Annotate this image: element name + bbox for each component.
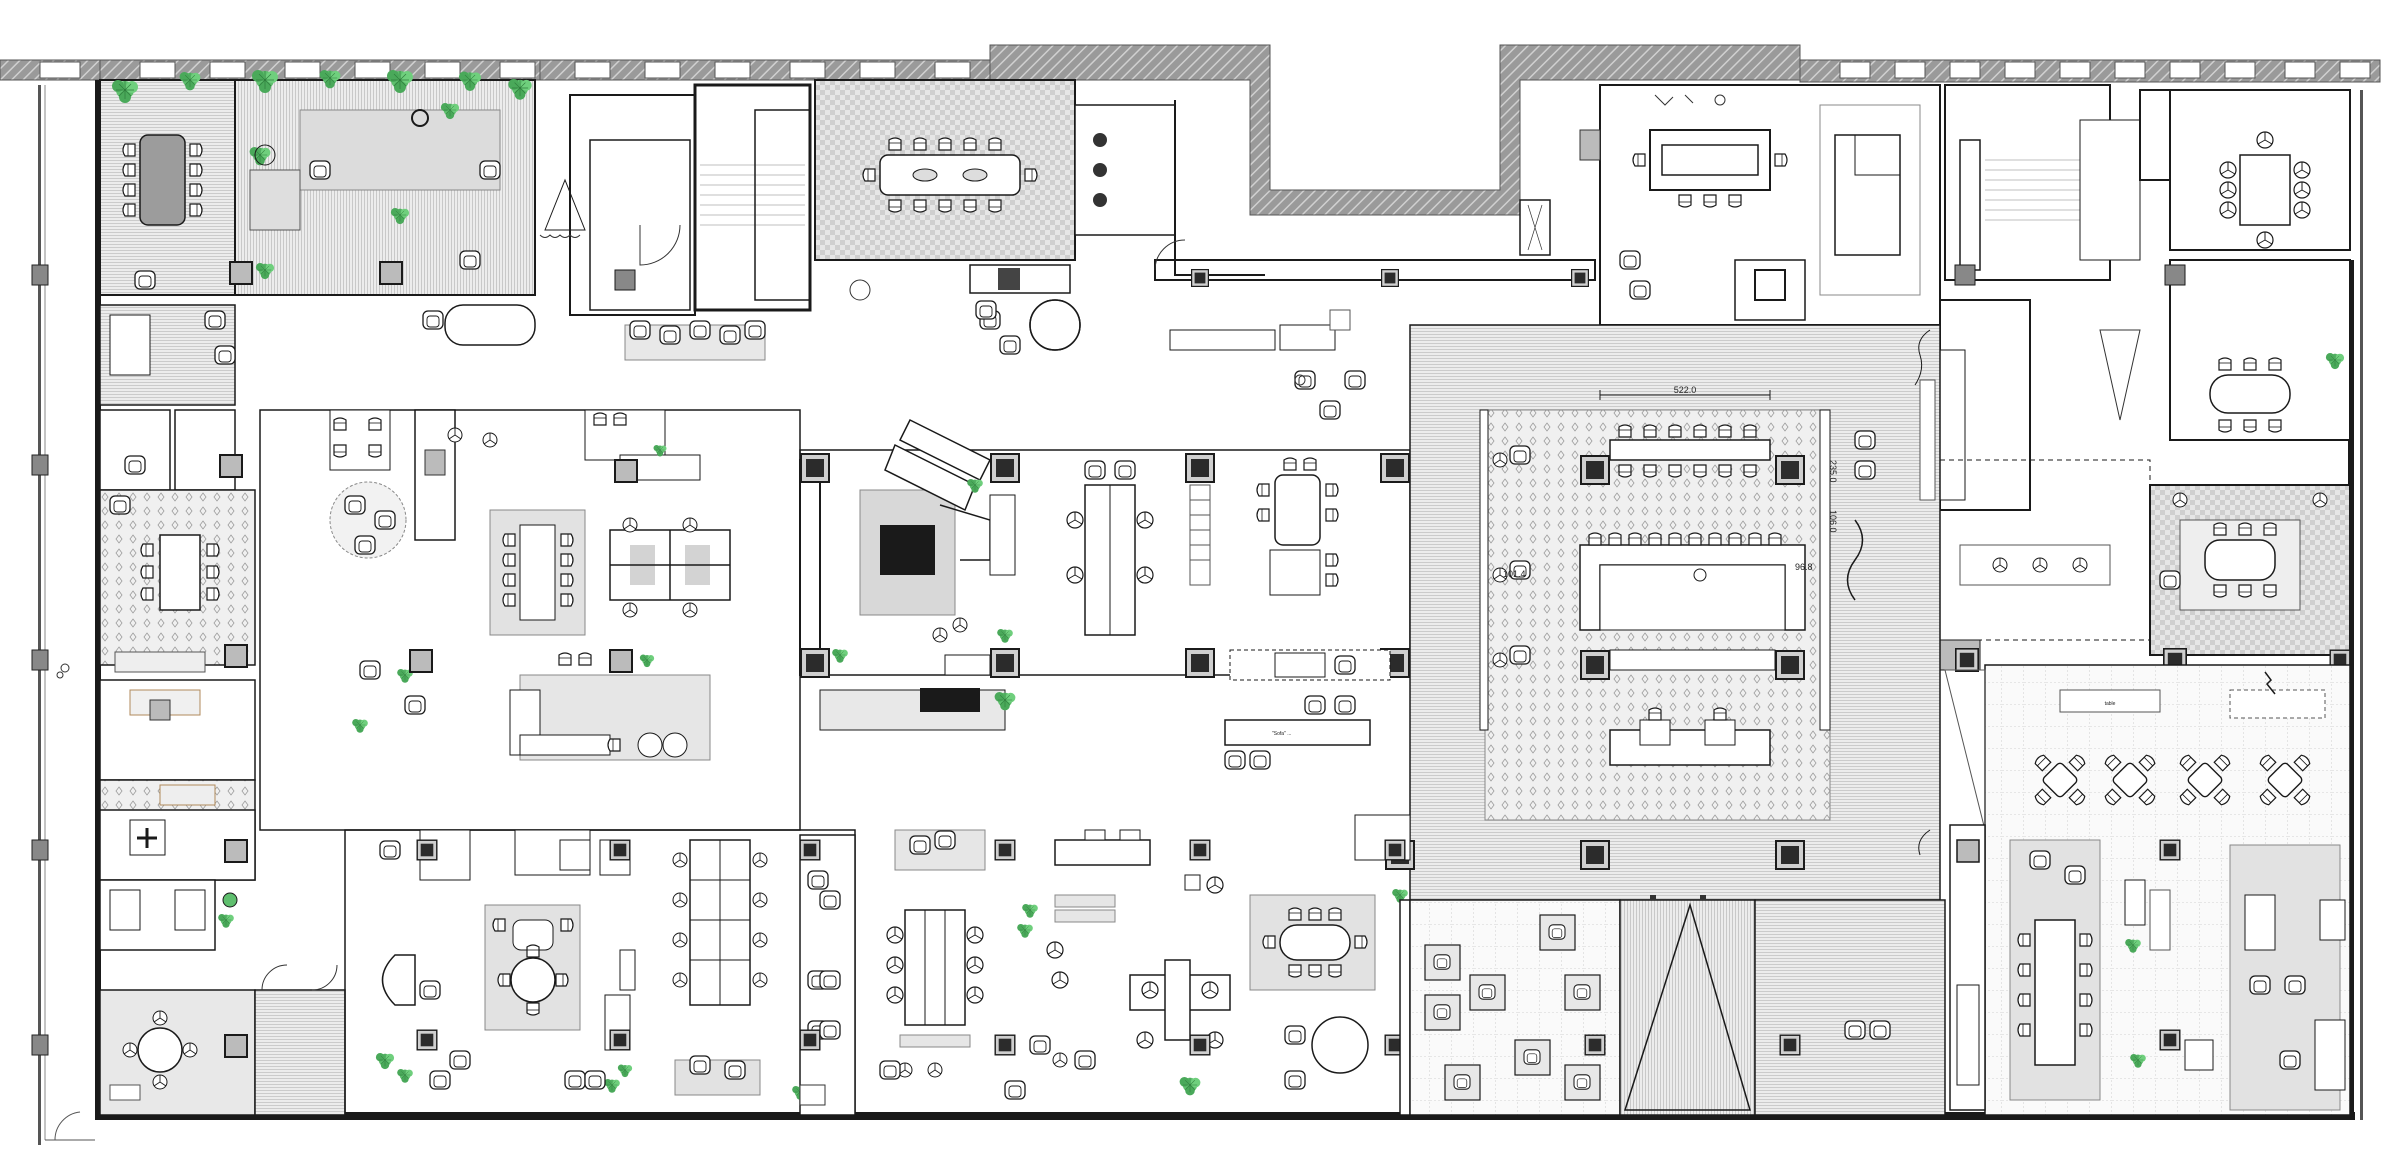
workspace-bottom-center xyxy=(879,814,1411,1116)
center-bottom-counter: "Sofa" ... xyxy=(819,688,1371,770)
bench-desks-2 xyxy=(672,839,768,1006)
lounge-top-right xyxy=(1579,84,1941,326)
bench-desks xyxy=(609,517,731,618)
right-wing-rooms xyxy=(1939,299,2351,673)
sofa-label: "Sofa" ... xyxy=(1272,731,1291,737)
center-lounge xyxy=(799,299,1411,681)
stair-core-right xyxy=(1944,84,2171,286)
dimension-right-upper: 235.0 xyxy=(1828,460,1838,483)
reception-desk xyxy=(1579,532,1806,671)
stair-core-top xyxy=(539,83,871,316)
corridor-top-middle xyxy=(1154,100,1596,287)
workspace-left-center xyxy=(259,409,801,831)
dimension-left: 101.4 xyxy=(1503,569,1526,579)
dimension-right: 96.8 xyxy=(1795,562,1813,572)
cross-desk xyxy=(1129,959,1231,1049)
dimension-right-mid: 106.0 xyxy=(1828,510,1838,533)
office-right-upper xyxy=(2149,484,2351,656)
central-exhibition: 522.0 xyxy=(1385,324,1941,901)
corridor-top-left-objects xyxy=(422,299,1081,361)
left-wing-rooms xyxy=(99,304,346,1116)
left-columns xyxy=(31,264,70,1056)
showroom-bottom xyxy=(1409,895,1946,1116)
workspace-bottom-left xyxy=(344,829,856,1116)
bench-desks-3 xyxy=(886,909,984,1048)
cafe-area-right: table xyxy=(1944,664,2351,1116)
meeting-room-top-left xyxy=(99,71,236,296)
cafe-table-label: table xyxy=(2105,701,2116,707)
boardroom-top xyxy=(814,79,1176,294)
exterior-walls xyxy=(0,44,2381,1145)
meeting-room-top-right xyxy=(2164,89,2351,441)
lounge-room-top-left xyxy=(229,69,536,296)
dimension-top: 522.0 xyxy=(1674,385,1697,395)
